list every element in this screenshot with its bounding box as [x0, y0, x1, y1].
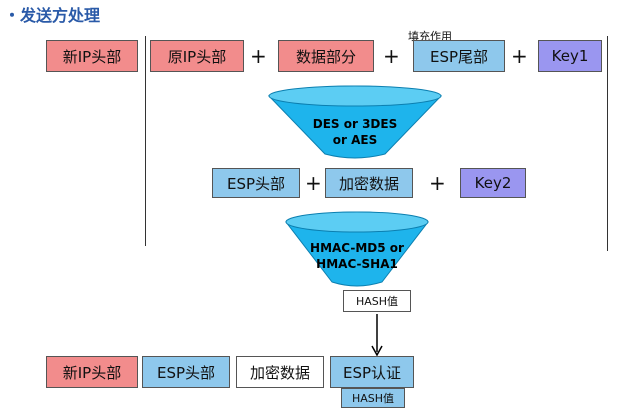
funnel1-label-line2: or AES — [332, 133, 378, 147]
hash-value-label-final: HASH值 — [341, 388, 405, 408]
plus-sign: + — [429, 171, 446, 195]
key1-box: Key1 — [538, 40, 602, 72]
hash-value-box: HASH值 — [343, 290, 411, 312]
orig-ip-header-box: 原IP头部 — [150, 40, 244, 72]
padding-note: 填充作用 — [408, 30, 452, 43]
plus-sign: + — [383, 44, 400, 68]
funnel2-label-line1: HMAC-MD5 or — [310, 241, 404, 255]
hmac-funnel — [285, 211, 429, 287]
esp-trailer-box: ESP尾部 — [413, 40, 505, 72]
encrypted-data-box-final: 加密数据 — [236, 356, 324, 388]
esp-auth-box: ESP认证 — [330, 356, 414, 388]
separator-right — [607, 36, 608, 251]
funnel2-label-line2: HMAC-SHA1 — [316, 257, 398, 271]
new-ip-header-box: 新IP头部 — [46, 40, 138, 72]
plus-sign: + — [511, 44, 528, 68]
separator-left — [145, 36, 146, 246]
down-arrow-icon — [371, 314, 383, 356]
new-ip-header-box-final: 新IP头部 — [46, 356, 138, 388]
encryption-funnel — [268, 85, 442, 159]
plus-sign: + — [305, 171, 322, 195]
data-part-box: 数据部分 — [278, 40, 374, 72]
encrypted-data-box: 加密数据 — [325, 168, 413, 198]
esp-header-box: ESP头部 — [212, 168, 300, 198]
funnel1-label-line1: DES or 3DES — [312, 117, 398, 131]
plus-sign: + — [250, 44, 267, 68]
esp-header-box-final: ESP头部 — [142, 356, 230, 388]
key2-box: Key2 — [460, 168, 526, 198]
page-title: ・发送方处理 — [4, 6, 101, 25]
